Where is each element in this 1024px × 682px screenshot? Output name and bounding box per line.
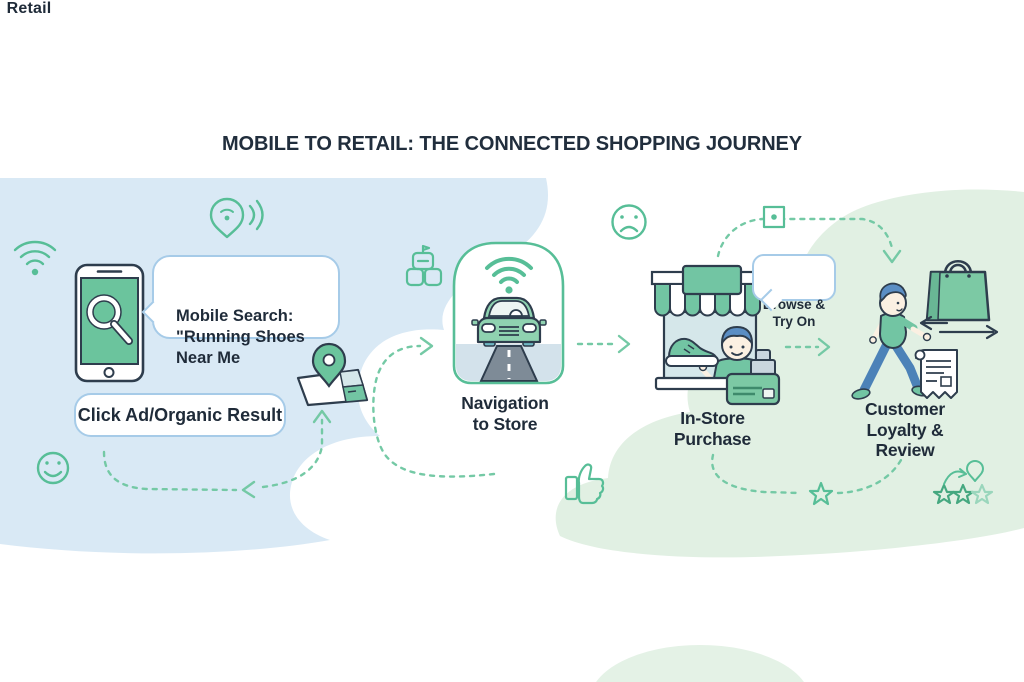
mobile-search-bubble-text: Mobile Search: "Running Shoes Near Me (176, 307, 305, 367)
page-title: MOBILE TO RETAIL: THE CONNECTED SHOPPING… (221, 133, 803, 155)
click-ad-label-text: Click Ad/Organic Result (77, 405, 283, 425)
receipt-icon (914, 349, 958, 399)
bag-arrows (919, 315, 999, 340)
geo-wifi-signal-icon (209, 197, 264, 239)
thumbs-up-icon (564, 463, 605, 505)
flow-arrowheads (241, 249, 902, 499)
sad-face-icon (611, 204, 647, 240)
flow-to-map-curve (261, 418, 324, 489)
shopping-bag-icon (925, 259, 991, 322)
magnifier-icon (86, 294, 133, 345)
flow-bottom-arc (710, 453, 903, 495)
map-pin-icon (296, 342, 369, 407)
green-blob (555, 189, 1024, 558)
sneaker-icon (665, 337, 719, 367)
flow-loop-to-nav (372, 344, 496, 478)
wifi-icon (13, 240, 57, 276)
checkbox-dot-icon (762, 205, 786, 229)
storefront-icon (650, 264, 781, 406)
browse-try-on-bubble: Browse & Try On (752, 254, 836, 329)
flow-clickad-curve (102, 450, 238, 492)
customer-scene (851, 259, 999, 400)
road (479, 345, 539, 382)
in-store-step-label: In-Store Purchase (673, 408, 752, 449)
retail-sign-text: Retail (6, 0, 52, 17)
credit-card-icon (725, 372, 781, 406)
customer-step-label: Customer Loyalty & Review (864, 399, 946, 461)
store-blocks-icon (405, 244, 443, 287)
flow-paths (102, 217, 903, 499)
bottom-green-blob (596, 645, 804, 682)
car-icon (471, 296, 547, 347)
click-ad-label: Click Ad/Organic Result (74, 393, 286, 437)
retail-sign (681, 264, 743, 296)
navigation-step-label: Navigation to Store (461, 393, 549, 434)
mobile-search-bubble: Mobile Search: "Running Shoes Near Me (141, 255, 340, 367)
car-wifi-icon (485, 256, 533, 294)
car-navigation-icon (452, 241, 565, 385)
three-star-rating-icon (932, 483, 994, 505)
flow-top-arc (716, 217, 894, 258)
smartphone-search-icon (74, 263, 145, 383)
review-pin-icon (943, 460, 984, 485)
star-icon (808, 481, 834, 506)
decorative-icons (13, 197, 994, 506)
smiley-face-icon (36, 451, 70, 485)
